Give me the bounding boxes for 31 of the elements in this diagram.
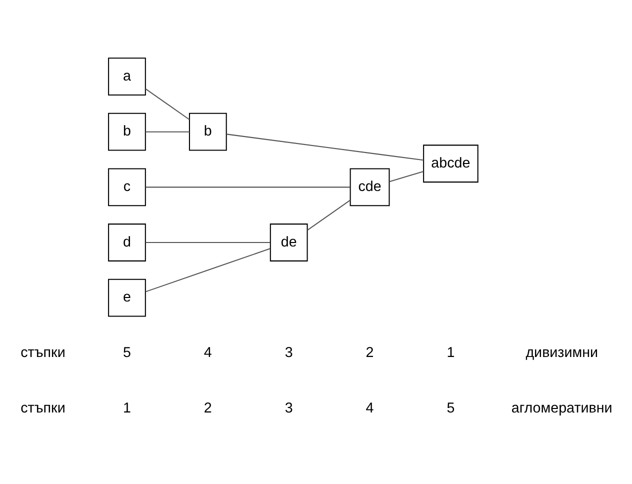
node-box: de <box>270 223 308 261</box>
connector <box>146 130 190 132</box>
node-box: b <box>188 112 227 150</box>
label: 1 <box>446 344 455 360</box>
label: 4 <box>204 344 212 360</box>
label: 5 <box>123 344 131 360</box>
node-box: b <box>108 112 146 150</box>
label: дивизимни <box>526 344 598 360</box>
connector <box>226 133 424 160</box>
connector <box>145 88 190 120</box>
label: агломеративни <box>511 400 612 416</box>
node-box: c <box>108 168 146 206</box>
label: 3 <box>284 400 293 416</box>
connector <box>389 170 424 182</box>
label: 2 <box>204 400 212 416</box>
node-box: abcde <box>423 144 478 182</box>
label: 1 <box>123 400 131 416</box>
label: 4 <box>366 400 374 416</box>
connector <box>146 248 270 292</box>
label: стъпки <box>20 400 66 416</box>
node-box: e <box>108 278 146 316</box>
node-box: a <box>108 57 146 95</box>
connector <box>307 199 350 230</box>
label: 5 <box>446 400 455 416</box>
label: 3 <box>284 344 293 360</box>
label: стъпки <box>20 344 66 360</box>
label: 2 <box>366 344 374 360</box>
connector <box>146 186 350 188</box>
node-box: d <box>108 223 146 261</box>
connector <box>146 241 270 243</box>
node-box: cde <box>350 168 390 206</box>
